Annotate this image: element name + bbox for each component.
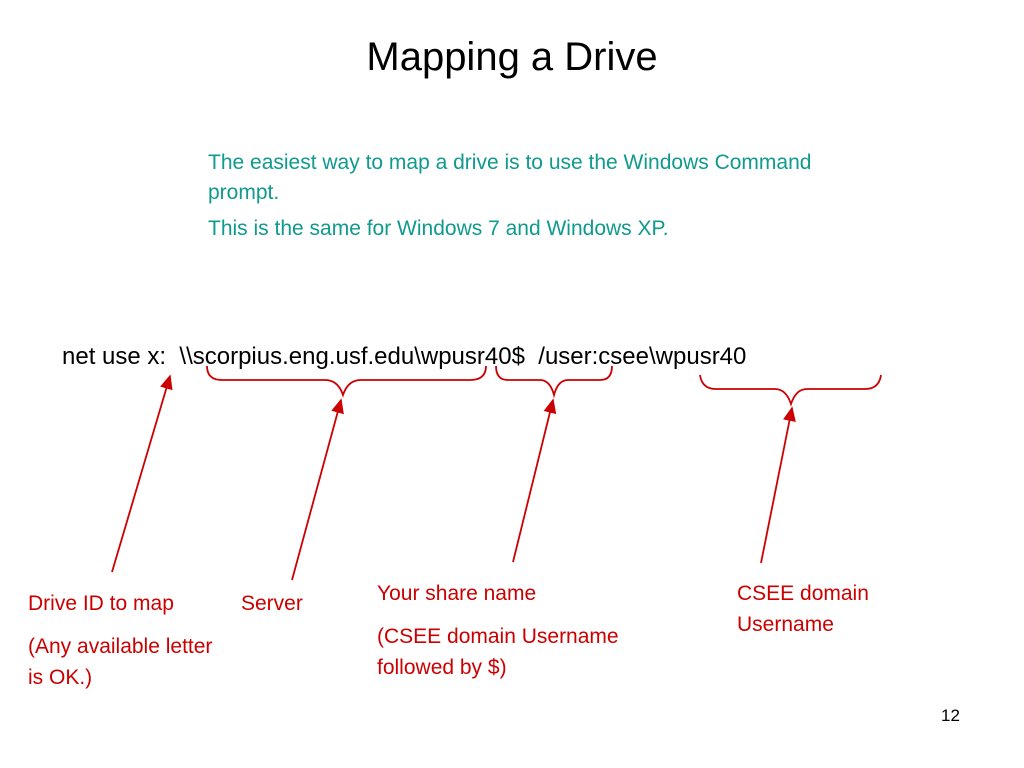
label-drive-id: Drive ID to map (Any available letter is… (28, 588, 228, 705)
drive-id-note: (Any available letter is OK.) (28, 635, 213, 689)
page-number: 12 (941, 706, 960, 725)
brace-domain-user (699, 374, 882, 407)
share-name-label: Your share name (377, 582, 537, 605)
intro-text: The easiest way to map a drive is to use… (208, 148, 848, 250)
net-use-command: net use x: \\scorpius.eng.usf.edu\wpusr4… (62, 343, 747, 370)
drive-id-label: Drive ID to map (28, 592, 174, 615)
domain-username-label: CSEE domain Username (737, 582, 869, 636)
arrow-drive-id (111, 374, 173, 573)
slide-title: Mapping a Drive (366, 35, 658, 79)
brace-server (206, 365, 487, 398)
share-name-note: (CSEE domain Username followed by $) (377, 625, 619, 679)
arrow-domain-user (760, 406, 796, 564)
brace-share (495, 365, 613, 399)
label-domain-username: CSEE domain Username (737, 578, 937, 652)
label-share-name: Your share name (CSEE domain Username fo… (377, 578, 697, 695)
arrow-server (291, 398, 344, 581)
arrow-share (512, 398, 557, 563)
server-label: Server (241, 592, 303, 615)
label-server: Server (241, 588, 341, 631)
intro-line-2: This is the same for Windows 7 and Windo… (208, 217, 669, 240)
intro-line-1: The easiest way to map a drive is to use… (208, 151, 812, 204)
